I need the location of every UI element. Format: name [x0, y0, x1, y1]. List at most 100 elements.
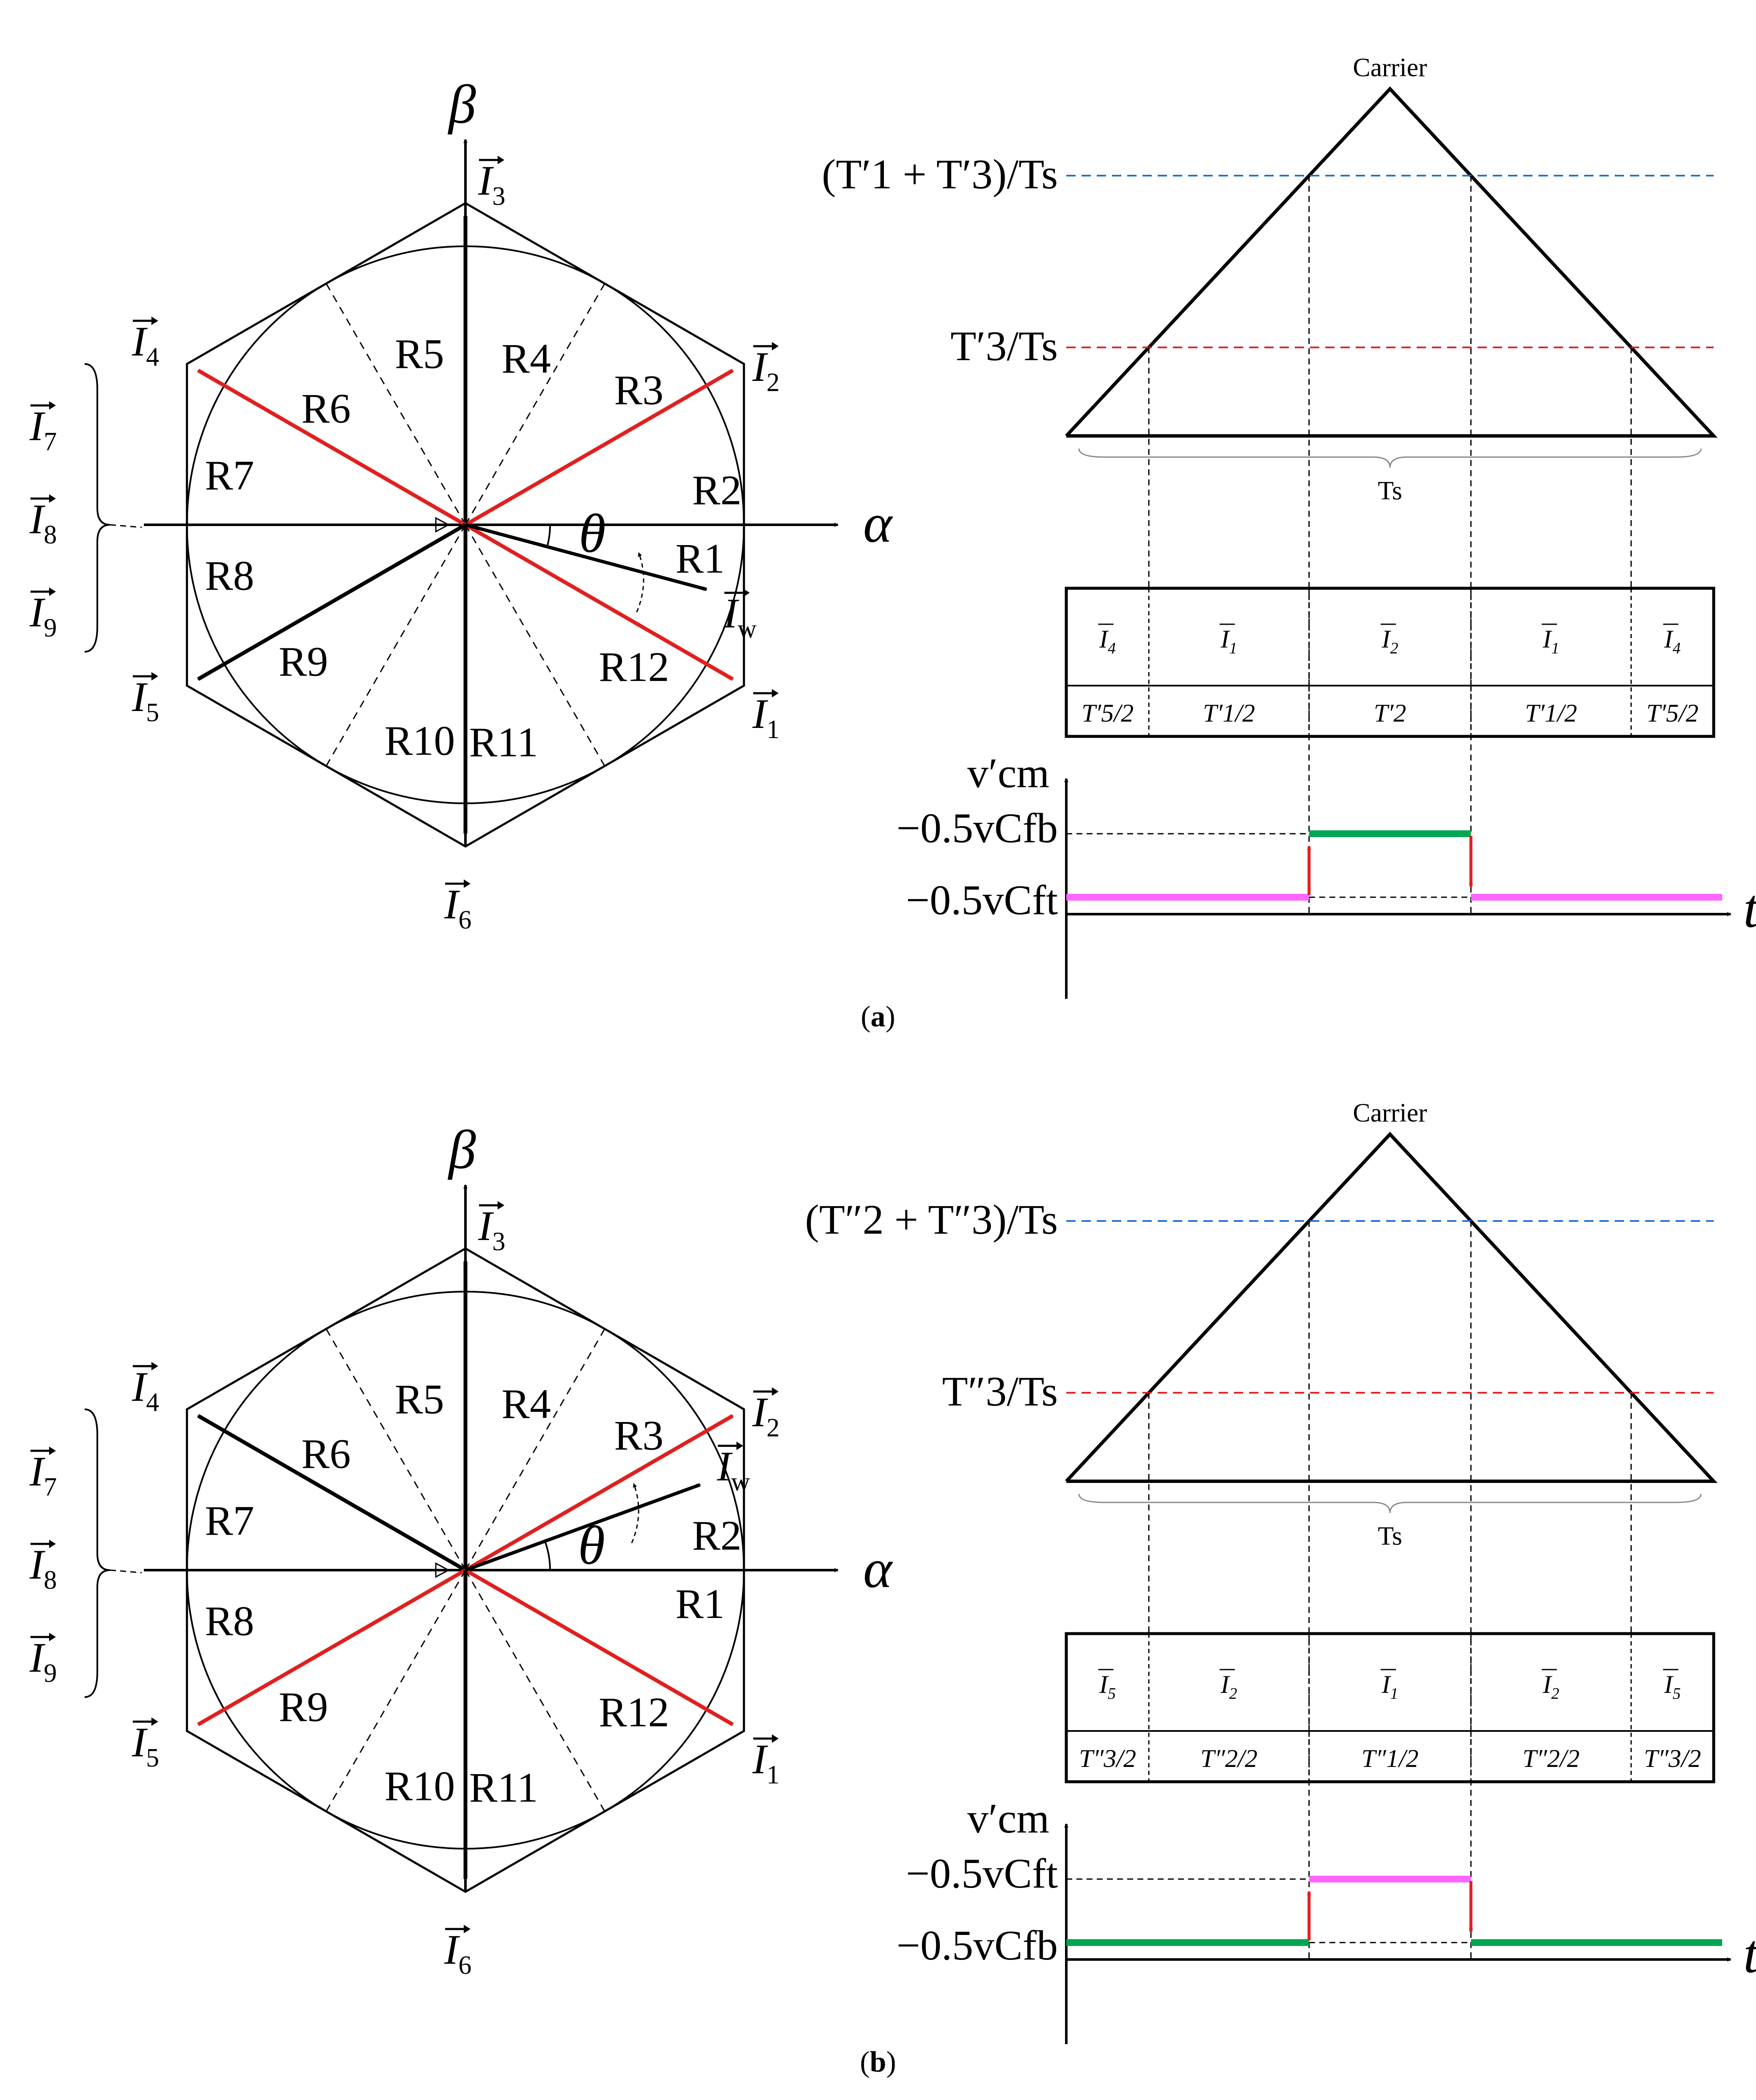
- region-boundary-b-2: [325, 1570, 466, 1812]
- brace-leader-b: [110, 1569, 142, 1574]
- label-i4-b-sub: 4: [146, 1388, 159, 1417]
- sequence-time-a-1: T′1/2: [1203, 699, 1255, 727]
- label-i8-b-sub: 8: [44, 1566, 57, 1595]
- label-i8-a-overarrow-head: [49, 494, 56, 503]
- label-i9-a-overarrow-head: [49, 587, 56, 596]
- label-i1-b-sub: 1: [766, 1761, 779, 1789]
- label-i4-a-sub: 4: [146, 343, 159, 372]
- region-label-r10-a: R10: [385, 717, 455, 764]
- sequence-vector-sub-a-2: 2: [1390, 639, 1398, 657]
- label-i6-b-overarrow-head: [464, 1925, 471, 1933]
- region-label-r11-b: R11: [469, 1764, 538, 1811]
- label-i1-a-sub: 1: [766, 715, 779, 744]
- sequence-vector-b-4: I5: [1664, 1670, 1681, 1703]
- label-i6-b-text: I6: [444, 1926, 471, 1980]
- sequence-vector-sub-a-3: 1: [1551, 639, 1559, 657]
- label-i9-a-text: I9: [29, 589, 57, 642]
- region-boundary-a-2: [325, 524, 466, 766]
- time-axis-label-a: t: [1743, 878, 1756, 939]
- level-mid-label-b: T″3/Ts: [942, 1368, 1058, 1415]
- region-label-r6-a: R6: [301, 385, 351, 432]
- region-label-r2-b: R2: [692, 1512, 742, 1559]
- region-label-r3-a: R3: [614, 367, 663, 413]
- sequence-vector-b-3: I2: [1542, 1670, 1559, 1703]
- zero-vector-brace-a: [84, 363, 110, 653]
- label-i7-b-text: I7: [29, 1448, 57, 1502]
- caption-letter-a: a: [871, 1000, 886, 1033]
- label-i8-a-sub: 8: [44, 521, 57, 549]
- caption-b: (b): [860, 2046, 896, 2078]
- vector-iw-a: [465, 523, 707, 591]
- sequence-time-a-2: T′2: [1374, 699, 1406, 727]
- sequence-time-a-3: T′1/2: [1525, 699, 1577, 727]
- label-iw-b-sub: w: [731, 1468, 750, 1496]
- label-i8-b-overarrow-head: [49, 1540, 56, 1548]
- sequence-vector-a-4: I4: [1664, 625, 1681, 657]
- label-i4-b-text: I4: [132, 1363, 159, 1417]
- vector-i4-a: [197, 369, 467, 526]
- label-i3-b-overarrow-head: [498, 1201, 504, 1210]
- sequence-vector-b-2: I1: [1382, 1670, 1398, 1703]
- vector-i5-b: [197, 1568, 467, 1726]
- region-label-r9-a: R9: [279, 638, 328, 685]
- region-label-r5-b: R5: [395, 1375, 444, 1422]
- sequence-vector-sub-a-0: 4: [1108, 639, 1116, 657]
- region-label-r6-b: R6: [301, 1430, 351, 1477]
- region-label-r5-a: R5: [395, 330, 444, 377]
- region-label-r8-a: R8: [205, 552, 254, 599]
- region-label-r4-a: R4: [501, 335, 551, 382]
- region-label-r4-b: R4: [501, 1380, 551, 1427]
- label-i4-a: I4: [132, 317, 159, 372]
- label-i7-a-sub: 7: [44, 427, 57, 456]
- sequence-time-b-4: T″3/2: [1644, 1744, 1701, 1772]
- sequence-vector-b-0: I5: [1099, 1670, 1116, 1703]
- period-label-b: Ts: [1378, 1522, 1402, 1551]
- label-i8-a-text: I8: [29, 496, 57, 549]
- period-brace-b: [1078, 1494, 1702, 1513]
- region-label-r7-b: R7: [205, 1497, 254, 1544]
- vector-iw-b: [465, 1483, 701, 1572]
- vcm-high-label-a: −0.5vCfb: [897, 805, 1058, 852]
- label-iw-a-text: Iw: [723, 590, 757, 644]
- region-label-r3-b: R3: [614, 1412, 663, 1459]
- region-boundary-b-1: [325, 1328, 466, 1571]
- label-iw-a-sub: w: [738, 615, 757, 644]
- label-i4-b-overarrow-head: [151, 1362, 158, 1370]
- label-i7-a-text: I7: [29, 402, 57, 456]
- region-label-r7-a: R7: [205, 452, 254, 499]
- vector-i2-b: [464, 1414, 734, 1572]
- sequence-vector-sub-a-4: 4: [1673, 639, 1681, 657]
- label-iw-b: Iw: [716, 1441, 750, 1496]
- label-i6-b-sub: 6: [458, 1951, 471, 1980]
- alpha-label-a: α: [863, 493, 893, 554]
- sequence-time-b-3: T″2/2: [1522, 1744, 1580, 1772]
- label-i5-a: I5: [132, 672, 159, 727]
- region-boundary-b-3: [465, 1570, 606, 1812]
- label-i3-a-sub: 3: [492, 182, 505, 211]
- label-i5-a-text: I5: [132, 673, 159, 727]
- brace-leader-a: [110, 524, 142, 528]
- label-i7-b-sub: 7: [44, 1473, 57, 1502]
- label-i6-a-text: I6: [444, 881, 471, 934]
- vcm-label-b: v′cm: [967, 1795, 1049, 1842]
- caption-close-b: ): [886, 2046, 896, 2078]
- sequence-box-a: [1065, 587, 1715, 738]
- label-i1-b: I1: [752, 1734, 779, 1789]
- label-i6-a-overarrow-head: [464, 879, 471, 888]
- rotation-hint-a: [636, 552, 644, 613]
- sequence-vector-sub-b-2: 1: [1390, 1685, 1398, 1703]
- beta-label-b: β: [447, 1119, 476, 1180]
- caption-letter-b: b: [870, 2046, 886, 2078]
- region-label-r12-b: R12: [599, 1689, 669, 1736]
- label-i9-a-sub: 9: [44, 614, 57, 642]
- vector-i4-b: [197, 1414, 467, 1572]
- label-i3-b: I3: [478, 1201, 505, 1256]
- theta-label-b: θ: [578, 1515, 605, 1576]
- beta-label-a: β: [447, 74, 476, 135]
- theta-arc-b: [544, 1541, 551, 1571]
- sequence-box-b: [1065, 1632, 1715, 1783]
- region-boundary-a-0: [465, 283, 606, 525]
- label-i2-b: I2: [752, 1387, 779, 1442]
